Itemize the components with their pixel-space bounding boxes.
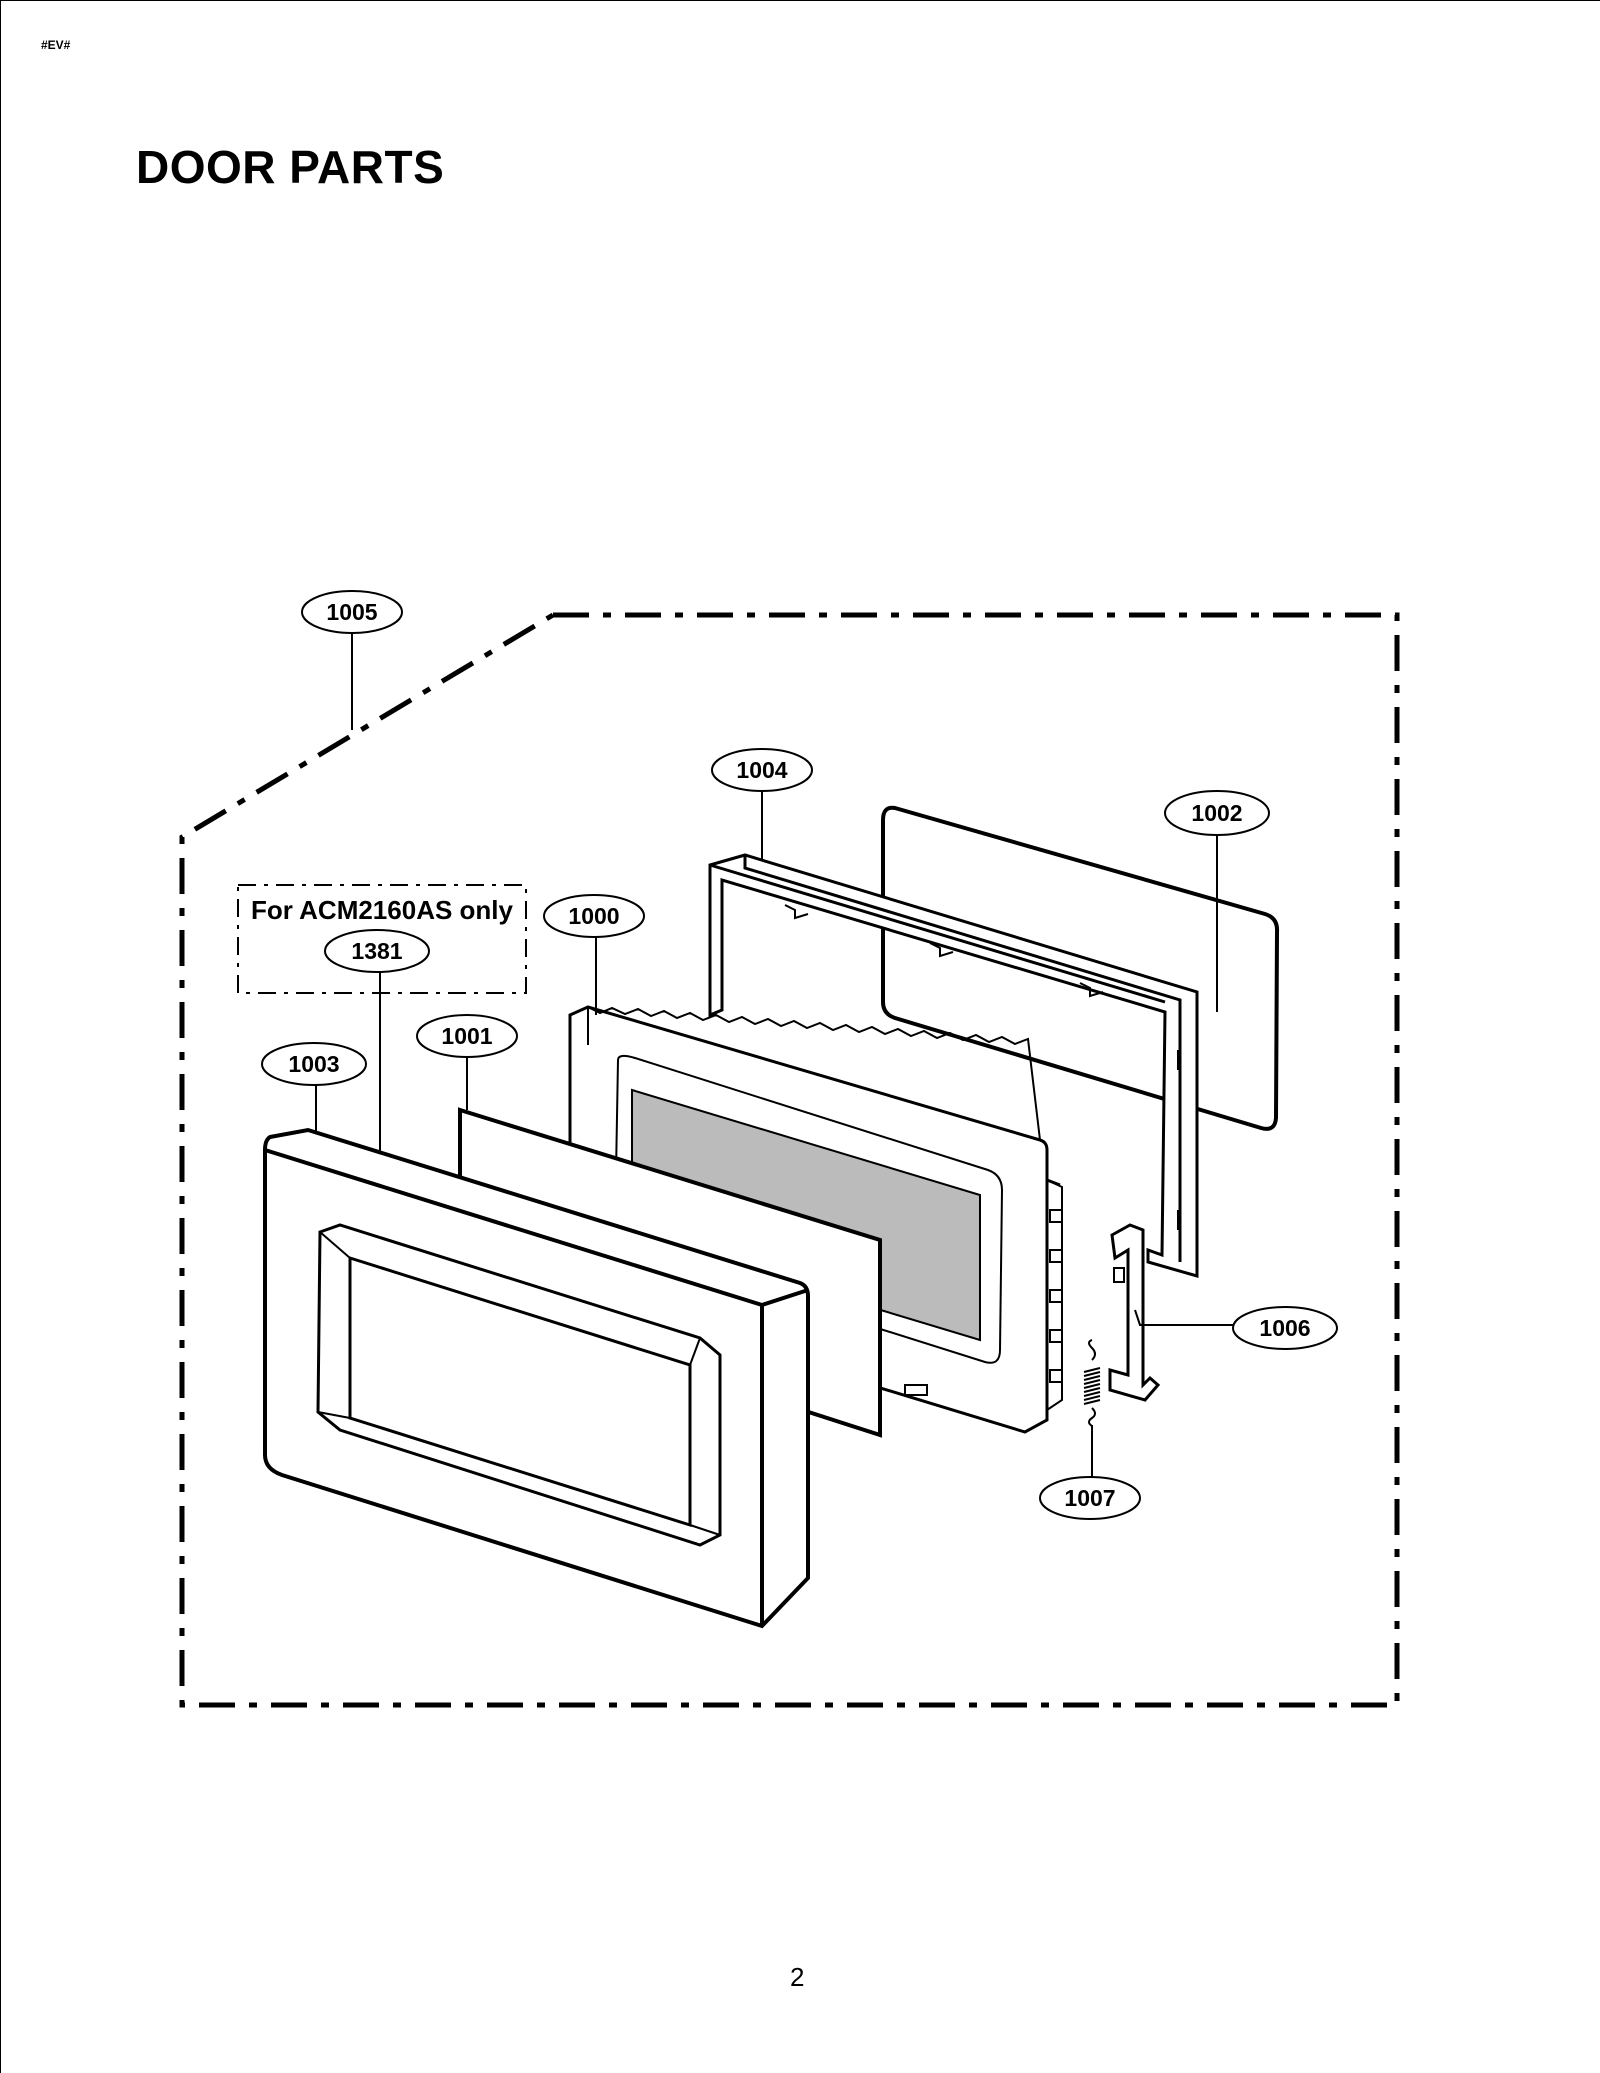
door-outer-frame-part-1003: [263, 1127, 810, 1629]
leader-lines: [315, 631, 1235, 1478]
callout-1003: [261, 1042, 367, 1086]
callout-label-1004: 1004: [736, 757, 787, 783]
callout-1006: [1232, 1306, 1338, 1350]
callout-label-1005: 1005: [326, 599, 377, 625]
callout-label-1007: 1007: [1064, 1485, 1115, 1511]
callouts: [261, 590, 1338, 1520]
page-number: 2: [790, 1962, 805, 1992]
callout-1007: [1039, 1476, 1141, 1520]
latch-lever-part-1006: [1108, 1223, 1161, 1402]
callout-1002: [1164, 790, 1270, 836]
callout-label-1381: 1381: [351, 938, 402, 964]
model-note: For ACM2160AS only: [251, 895, 514, 925]
choke-cover-part-1004: [708, 853, 1199, 1278]
page-border: [0, 0, 1, 2073]
callout-1000: [543, 894, 645, 938]
page-border-top: [0, 0, 1600, 1]
callout-1004: [711, 748, 813, 792]
callout-label-1002: 1002: [1191, 800, 1242, 826]
callout-1381: [324, 929, 430, 973]
document-code: #EV#: [41, 38, 71, 52]
page-title: DOOR PARTS: [136, 141, 445, 193]
callout-1005: [301, 590, 403, 634]
callout-labels: 1005 1004 1002 1000 1381 1001 1003 1006 …: [288, 599, 1310, 1511]
callout-label-1006: 1006: [1259, 1315, 1310, 1341]
callout-label-1000: 1000: [568, 903, 619, 929]
callout-label-1001: 1001: [441, 1023, 492, 1049]
assembly-boundary: [179, 612, 1400, 1708]
spring-part-1007: [1083, 1339, 1101, 1427]
optional-part-box: [237, 884, 527, 994]
callout-1001: [416, 1014, 518, 1058]
callout-label-1003: 1003: [288, 1051, 339, 1077]
